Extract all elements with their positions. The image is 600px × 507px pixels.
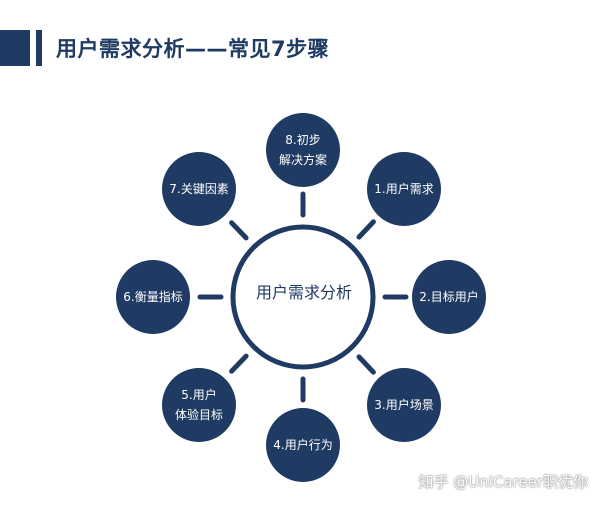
center-label: 用户需求分析 [255,283,352,302]
step-circle [266,113,340,187]
page-title: 用户需求分析——常见7步骤 [56,37,330,61]
connector-ray [356,219,376,240]
step-label-node-6: 6.衡量指标 [115,259,191,335]
connector-rays [197,191,409,403]
step-label-node-2: 2.目标用户 [411,259,487,335]
step-circle [162,368,236,442]
step-circle [412,260,486,334]
step-label-node-8: 8.初步解决方案 [265,112,341,188]
watermark: 知乎 @UniCareer职优你 [418,473,588,491]
step-label-node-5: 5.用户体验目标 [161,367,237,443]
step-label-line: 4.用户行为 [273,438,333,452]
step-label-line: 1.用户需求 [374,182,434,196]
step-circle [116,260,190,334]
step-label-line: 8.初步 [285,133,321,147]
title-accent-stripe [36,30,42,66]
connector-ray [229,353,249,374]
step-label-line: 6.衡量指标 [123,290,183,304]
step-label-node-4: 4.用户行为 [265,407,341,483]
outer-circles [116,113,486,482]
step-circle [367,368,441,442]
step-label-node-3: 3.用户场景 [366,367,442,443]
title-accent-block [0,30,30,66]
step-circle [367,152,441,226]
step-label-line: 2.目标用户 [419,290,479,304]
step-label-line: 体验目标 [174,408,223,422]
step-circle [162,152,236,226]
title-bar: 用户需求分析——常见7步骤 [0,30,329,66]
step-label-node-1: 1.用户需求 [366,151,442,227]
step-circle [266,408,340,482]
center-circle [230,224,376,370]
connector-ray [356,354,376,375]
step-label-line: 解决方案 [278,153,327,167]
connector-ray [229,220,249,241]
step-label-line: 7.关键因素 [169,182,229,196]
step-label-line: 5.用户 [181,388,217,402]
step-label-line: 3.用户场景 [374,398,434,412]
step-label-node-7: 7.关键因素 [161,151,237,227]
